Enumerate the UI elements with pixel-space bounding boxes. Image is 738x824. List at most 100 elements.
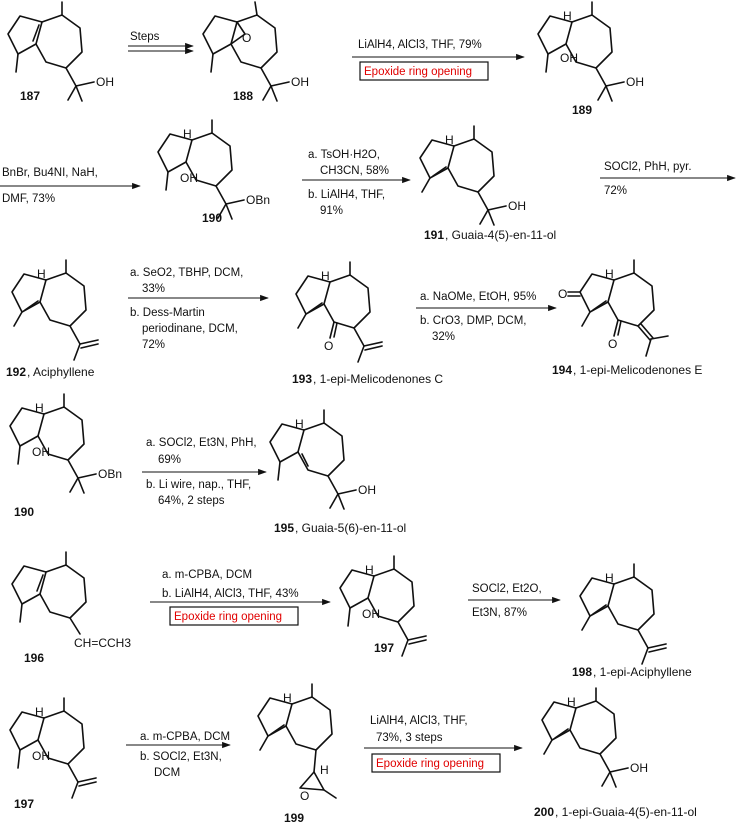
condition-text: Et3N, 87% — [472, 607, 527, 619]
reaction-arrow-12: LiAlH4, AlCl3, THF, 73%, 3 steps Epoxide… — [364, 715, 523, 773]
highlight-box — [359, 61, 489, 81]
structure-190: H OH OBn 190 — [9, 393, 122, 519]
reaction-arrow-11: a. m-CPBA, DCM b. SOCl2, Et3N, DCM — [126, 731, 231, 779]
structure-200: H OH — [541, 687, 648, 788]
reaction-arrow-9: a. m-CPBA, DCM b. LiAlH4, AlCl3, THF, 43… — [150, 569, 331, 626]
compound-number-199: 199 — [284, 811, 304, 824]
compound-number-194: 194 — [552, 363, 572, 377]
condition-text: a. m-CPBA, DCM — [140, 731, 230, 743]
atom-oh: OH — [626, 75, 644, 89]
highlight-box — [371, 753, 501, 773]
compound-number-200: 200 — [534, 805, 554, 819]
reaction-arrow-2: LiAlH4, AlCl3, THF, 79% Epoxide ring ope… — [352, 39, 525, 81]
compound-name-193: , 1-epi-Melicodenones C — [313, 372, 443, 386]
atom-h: H — [605, 267, 614, 281]
atom-h: H — [321, 269, 330, 283]
condition-text: b. LiAlH4, THF, — [308, 189, 385, 201]
compound-number-190: 190 — [14, 505, 34, 519]
atom-ketone-o: O — [324, 339, 333, 353]
atom-h: H — [445, 133, 454, 147]
compound-number-197: 197 — [14, 797, 34, 811]
compound-number-191: 191 — [424, 228, 444, 242]
compound-label-198: 198 , 1-epi-Aciphyllene — [572, 665, 692, 679]
compound-name-194: , 1-epi-Melicodenones E — [573, 363, 702, 377]
compound-number-188: 188 — [233, 89, 253, 103]
atom-epoxide-o: O — [300, 789, 309, 803]
compound-number-193: 193 — [292, 372, 312, 386]
atom-oh: OH — [358, 483, 376, 497]
compound-label-194: 194 , 1-epi-Melicodenones E — [552, 363, 702, 377]
atom-h: H — [295, 417, 304, 431]
structure-197: H OH 197 — [339, 555, 427, 657]
condition-text: b. LiAlH4, AlCl3, THF, 43% — [162, 588, 299, 600]
epoxide-ring-opening-label: Epoxide ring opening — [364, 66, 472, 78]
atom-oh: OH — [96, 75, 114, 89]
condition-text: DMF, 73% — [2, 193, 55, 205]
atom-vinylidene: CH=CCH3 — [74, 636, 131, 650]
compound-label-191: 191 , Guaia-4(5)-en-11-ol — [424, 228, 556, 242]
compound-number-189: 189 — [572, 103, 592, 117]
atom-oh: OH — [291, 75, 309, 89]
condition-text: a. SeO2, TBHP, DCM, — [130, 267, 243, 279]
condition-text: 32% — [432, 331, 455, 343]
atom-h: H — [35, 705, 44, 719]
compound-label-200: 200 , 1-epi-Guaia-4(5)-en-11-ol — [534, 805, 697, 819]
structure-188: O OH 188 — [202, 1, 309, 103]
compound-name-195: , Guaia-5(6)-en-11-ol — [295, 521, 406, 535]
structure-194: O H O — [558, 259, 669, 357]
highlight-box — [169, 606, 299, 626]
atom-h: H — [183, 127, 192, 141]
compound-label-195: 195 , Guaia-5(6)-en-11-ol — [274, 521, 406, 535]
compound-name-192: , Aciphyllene — [27, 365, 95, 379]
reaction-arrow-3: BnBr, Bu4NI, NaH, DMF, 73% — [0, 167, 141, 205]
atom-oh: OH — [180, 171, 198, 185]
reaction-arrow-6: a. SeO2, TBHP, DCM, 33% b. Dess-Martin p… — [128, 267, 269, 351]
condition-text: DCM — [154, 767, 180, 779]
condition-text: SOCl2, PhH, pyr. — [604, 161, 692, 173]
condition-text: 69% — [158, 454, 181, 466]
condition-text: a. NaOMe, EtOH, 95% — [420, 291, 536, 303]
condition-text: b. Dess-Martin — [130, 307, 205, 319]
condition-text: BnBr, Bu4NI, NaH, — [2, 167, 98, 179]
compound-number-196: 196 — [24, 651, 44, 665]
condition-text: LiAlH4, AlCl3, THF, 79% — [358, 39, 482, 51]
structure-192: H — [11, 259, 99, 361]
reaction-arrow-4: a. TsOH·H2O, CH3CN, 58% b. LiAlH4, THF, … — [302, 149, 411, 217]
condition-text: 91% — [320, 205, 343, 217]
atom-h: H — [365, 563, 374, 577]
condition-text: 73%, 3 steps — [376, 732, 443, 744]
condition-text: b. CrO3, DMP, DCM, — [420, 315, 527, 327]
atom-obn: OBn — [98, 467, 122, 481]
atom-h: H — [563, 9, 572, 23]
condition-text: 64%, 2 steps — [158, 495, 225, 507]
condition-text: periodinane, DCM, — [142, 323, 238, 335]
reaction-arrow-7: a. NaOMe, EtOH, 95% b. CrO3, DMP, DCM, 3… — [416, 291, 557, 343]
compound-label-192: 192 , Aciphyllene — [6, 365, 95, 379]
compound-name-200: , 1-epi-Guaia-4(5)-en-11-ol — [555, 805, 697, 819]
atom-ho: OH — [32, 749, 50, 763]
condition-text: CH3CN, 58% — [320, 165, 389, 177]
structure-193: H O — [295, 261, 383, 363]
reaction-arrow-10: SOCl2, Et2O, Et3N, 87% — [468, 583, 561, 619]
atom-ketone-o: O — [608, 337, 617, 351]
atom-ketone-o: O — [558, 287, 567, 301]
structure-191: H OH — [419, 125, 526, 226]
reaction-arrow-8: a. SOCl2, Et3N, PhH, 69% b. Li wire, nap… — [142, 437, 267, 507]
atom-obn: OBn — [246, 193, 270, 207]
atom-oh: OH — [32, 445, 50, 459]
structure-190: H OH OBn 190 — [157, 119, 270, 225]
atom-h: H — [37, 267, 46, 281]
compound-number-198: 198 — [572, 665, 592, 679]
atom-ho: OH — [362, 607, 380, 621]
reaction-arrow-5: SOCl2, PhH, pyr. 72% — [600, 161, 736, 197]
atom-h: H — [605, 571, 614, 585]
structure-196: CH=CCH3 196 — [11, 551, 131, 665]
atom-oh: OH — [630, 761, 648, 775]
condition-text: 72% — [604, 185, 627, 197]
compound-label-193: 193 , 1-epi-Melicodenones C — [292, 372, 443, 386]
atom-epoxide-o: O — [242, 31, 251, 45]
epoxide-ring-opening-label: Epoxide ring opening — [376, 758, 484, 770]
condition-text: Steps — [130, 31, 160, 43]
structure-189: H OH OH 189 — [537, 1, 644, 117]
atom-h: H — [283, 691, 292, 705]
